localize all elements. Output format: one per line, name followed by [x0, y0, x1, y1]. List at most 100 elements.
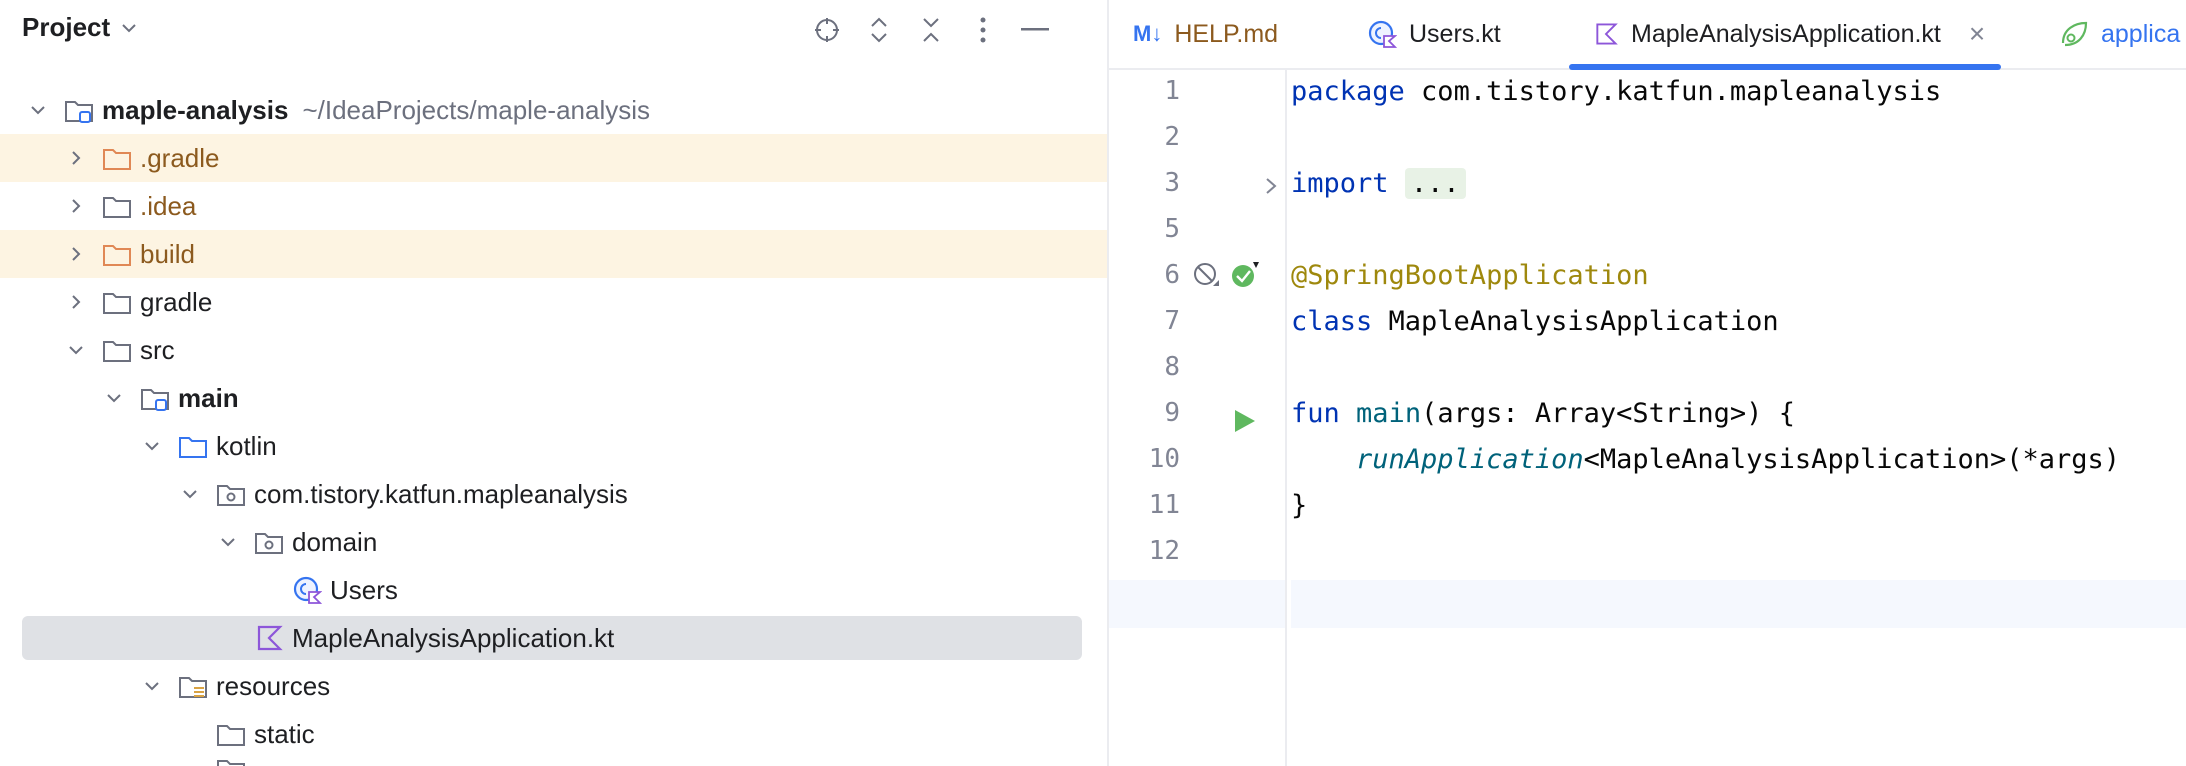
- tree-item-package[interactable]: com.tistory.katfun.mapleanalysis: [0, 470, 1107, 518]
- tree-item-kotlin[interactable]: kotlin: [0, 422, 1107, 470]
- editor-gutter: 1 2 3 5 6 7 8 9 10 11 12: [1109, 70, 1287, 766]
- locate-button[interactable]: [807, 10, 847, 50]
- code-text: MapleAnalysisApplication: [1372, 306, 1779, 337]
- tree-item-gradle[interactable]: gradle: [0, 278, 1107, 326]
- folded-imports[interactable]: ...: [1404, 168, 1466, 199]
- tab-application-properties[interactable]: applica: [2059, 0, 2180, 68]
- code-line-9: fun main(args: Array<String>) {: [1291, 398, 1795, 429]
- package-icon: [254, 527, 284, 557]
- chevron-right-icon[interactable]: [64, 242, 88, 266]
- project-toolbar: [807, 10, 1107, 50]
- chevron-right-icon[interactable]: [64, 194, 88, 218]
- caret-line: [1291, 580, 2186, 628]
- tree-root[interactable]: maple-analysis~/IdeaProjects/maple-analy…: [0, 86, 1107, 134]
- collapse-all-button[interactable]: [911, 10, 951, 50]
- tree-item-label: MapleAnalysisApplication.kt: [292, 622, 615, 653]
- tree-item-users[interactable]: Users: [0, 566, 1107, 614]
- code-line-3: import ...: [1291, 168, 1466, 199]
- tree-item-label: gradle: [140, 286, 213, 317]
- tree-item-label: com.tistory.katfun.mapleanalysis: [254, 478, 628, 509]
- tree-item-label: .idea: [140, 190, 197, 221]
- kotlin-class-icon: [1368, 20, 1397, 48]
- code-text: com.tistory.katfun.mapleanalysis: [1404, 76, 1942, 107]
- code-line-6: @SpringBootApplication: [1291, 260, 1649, 291]
- tree-item-build[interactable]: build: [0, 230, 1107, 278]
- chevron-right-icon[interactable]: [64, 290, 88, 314]
- tree-item-idea[interactable]: .idea: [0, 182, 1107, 230]
- line-number: 3: [1164, 168, 1180, 198]
- line-number: 1: [1164, 76, 1180, 106]
- tree-item-application[interactable]: MapleAnalysisApplication.kt: [0, 614, 1107, 662]
- chevron-down-icon[interactable]: [140, 674, 164, 698]
- tree-root-label: maple-analysis~/IdeaProjects/maple-analy…: [102, 95, 650, 126]
- tree-item-gradle-cache[interactable]: .gradle: [0, 134, 1107, 182]
- code-line-1: package com.tistory.katfun.mapleanalysis: [1291, 76, 1941, 107]
- tree-item-label: domain: [292, 526, 378, 557]
- line-number: 12: [1148, 536, 1180, 566]
- tree-item-label: main: [178, 382, 239, 413]
- tab-help-md[interactable]: M↓ HELP.md: [1133, 0, 1278, 68]
- line-number: 11: [1148, 490, 1180, 520]
- tree-item-main[interactable]: main: [0, 374, 1107, 422]
- expand-all-button[interactable]: [859, 10, 899, 50]
- resources-folder-icon: [178, 671, 208, 701]
- code-line-11: }: [1291, 490, 1308, 521]
- tab-label: applica: [2101, 19, 2181, 48]
- tree-item-label: static: [254, 718, 315, 749]
- folder-icon: [102, 287, 132, 317]
- close-icon[interactable]: ×: [1968, 18, 1986, 49]
- chevron-down-icon[interactable]: [102, 386, 126, 410]
- no-bean-icon[interactable]: [1191, 260, 1223, 292]
- indent: [1291, 444, 1356, 475]
- keyword: fun: [1291, 398, 1340, 429]
- module-folder-icon: [140, 383, 170, 413]
- project-header: Project: [0, 0, 1107, 58]
- tree-item-clipped[interactable]: [0, 758, 1107, 766]
- folder-icon: [216, 758, 246, 766]
- spring-bean-icon[interactable]: [1229, 258, 1263, 292]
- chevron-right-icon[interactable]: [64, 146, 88, 170]
- tree-item-domain[interactable]: domain: [0, 518, 1107, 566]
- editor-tab-bar: M↓ HELP.md Users.kt MapleAnalysisApplica…: [1109, 0, 2186, 70]
- code-text: <MapleAnalysisApplication>(*args): [1583, 444, 2121, 475]
- kotlin-file-icon: [254, 623, 284, 653]
- tree-item-static[interactable]: static: [0, 710, 1107, 758]
- spring-properties-icon: [2061, 21, 2088, 47]
- fold-chevron-icon[interactable]: [1263, 176, 1279, 196]
- project-panel: Project maple-analysis~/IdeaPro: [0, 0, 1107, 766]
- tab-maple-analysis-application[interactable]: MapleAnalysisApplication.kt ×: [1569, 0, 2002, 70]
- package-icon: [216, 479, 246, 509]
- code-area[interactable]: package com.tistory.katfun.mapleanalysis…: [1291, 70, 2186, 766]
- annotation: @SpringBootApplication: [1291, 260, 1649, 291]
- line-number: 10: [1148, 444, 1180, 474]
- line-number: 6: [1164, 260, 1180, 290]
- line-number: 7: [1164, 306, 1180, 336]
- tree-item-label: Users: [330, 574, 398, 605]
- chevron-down-icon[interactable]: [216, 530, 240, 554]
- tree-item-src[interactable]: src: [0, 326, 1107, 374]
- run-icon[interactable]: [1229, 406, 1259, 436]
- project-title-dropdown[interactable]: Project: [22, 12, 138, 43]
- function-call: runApplication: [1356, 444, 1584, 475]
- markdown-icon: M↓: [1133, 21, 1163, 46]
- keyword: class: [1291, 306, 1373, 337]
- chevron-down-icon[interactable]: [26, 98, 50, 122]
- module-folder-icon: [64, 95, 94, 125]
- line-number: 8: [1164, 352, 1180, 382]
- code-line-7: class MapleAnalysisApplication: [1291, 306, 1779, 337]
- minimize-icon: [1021, 28, 1049, 31]
- tree-item-resources[interactable]: resources: [0, 662, 1107, 710]
- editor-area: M↓ HELP.md Users.kt MapleAnalysisApplica…: [1109, 0, 2186, 766]
- panel-divider[interactable]: [1107, 0, 1109, 766]
- tree-item-label: .gradle: [140, 142, 220, 173]
- minimize-button[interactable]: [1015, 10, 1055, 50]
- project-title: Project: [22, 12, 111, 42]
- tree-root-path: ~/IdeaProjects/maple-analysis: [302, 94, 650, 125]
- collapse-icon: [923, 18, 939, 42]
- excluded-folder-icon: [102, 143, 132, 173]
- chevron-down-icon[interactable]: [140, 434, 164, 458]
- chevron-down-icon[interactable]: [178, 482, 202, 506]
- tab-users-kt[interactable]: Users.kt: [1367, 0, 1501, 68]
- more-options-button[interactable]: [963, 10, 1003, 50]
- chevron-down-icon[interactable]: [64, 338, 88, 362]
